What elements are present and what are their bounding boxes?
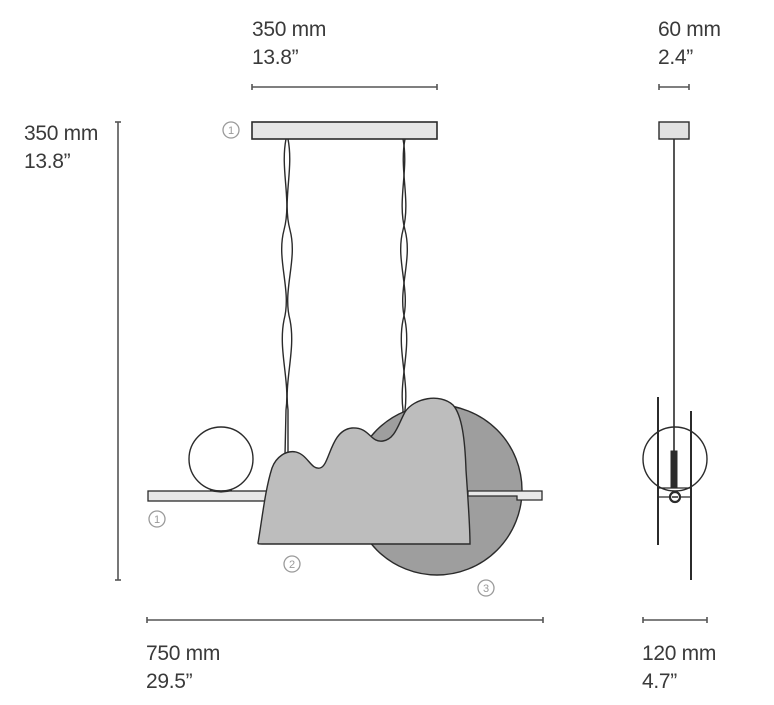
callout-disc xyxy=(477,579,495,597)
dimension-lines xyxy=(115,84,708,623)
side-width-dimension-line xyxy=(642,617,708,623)
side-canopy xyxy=(658,121,690,140)
total-width-dimension-line xyxy=(146,617,544,623)
mountain-panel xyxy=(257,397,471,545)
left-cable-b xyxy=(286,138,294,455)
side-width-mm: 120 mm xyxy=(642,642,717,665)
side-socket xyxy=(670,450,678,489)
canopy-width-mm: 350 mm xyxy=(252,18,327,41)
height-dimension-line xyxy=(115,121,121,581)
height-mm: 350 mm xyxy=(24,122,99,145)
side-depth-dimension-line xyxy=(658,84,690,90)
total-width-mm: 750 mm xyxy=(146,642,221,665)
total-width-inch: 29.5” xyxy=(146,670,193,693)
side-depth-label: 60 mm 2.4” xyxy=(658,16,721,72)
glass-globe xyxy=(188,426,254,492)
callout-canopy xyxy=(222,121,240,139)
callout-mountain-panel xyxy=(283,555,301,573)
callout-shelf xyxy=(148,510,166,528)
left-cable-a xyxy=(280,138,288,456)
callout-numbers: 1 1 2 3 xyxy=(154,125,489,595)
side-view xyxy=(642,121,708,580)
height-label: 350 mm 13.8” xyxy=(24,120,98,176)
globe-base xyxy=(209,488,233,493)
height-inch: 13.8” xyxy=(24,150,71,173)
callout-shelf-number: 1 xyxy=(154,514,160,526)
suspension-cables xyxy=(280,138,409,456)
callouts xyxy=(148,121,495,597)
callout-canopy-number: 1 xyxy=(228,125,234,137)
side-depth-inch: 2.4” xyxy=(658,46,693,69)
callout-disc-number: 3 xyxy=(483,583,489,595)
canopy-width-inch: 13.8” xyxy=(252,46,299,69)
callout-mountain-number: 2 xyxy=(289,559,295,571)
canopy-width-dimension-line xyxy=(251,84,438,90)
side-depth-mm: 60 mm xyxy=(658,18,721,41)
canopy-width-label: 350 mm 13.8” xyxy=(252,16,326,72)
total-width-label: 750 mm 29.5” xyxy=(146,640,220,696)
canopy xyxy=(251,121,438,140)
right-cable-b xyxy=(399,138,407,430)
side-width-inch: 4.7” xyxy=(642,670,677,693)
front-view: 1 1 2 3 xyxy=(147,121,543,597)
side-width-label: 120 mm 4.7” xyxy=(642,640,716,696)
